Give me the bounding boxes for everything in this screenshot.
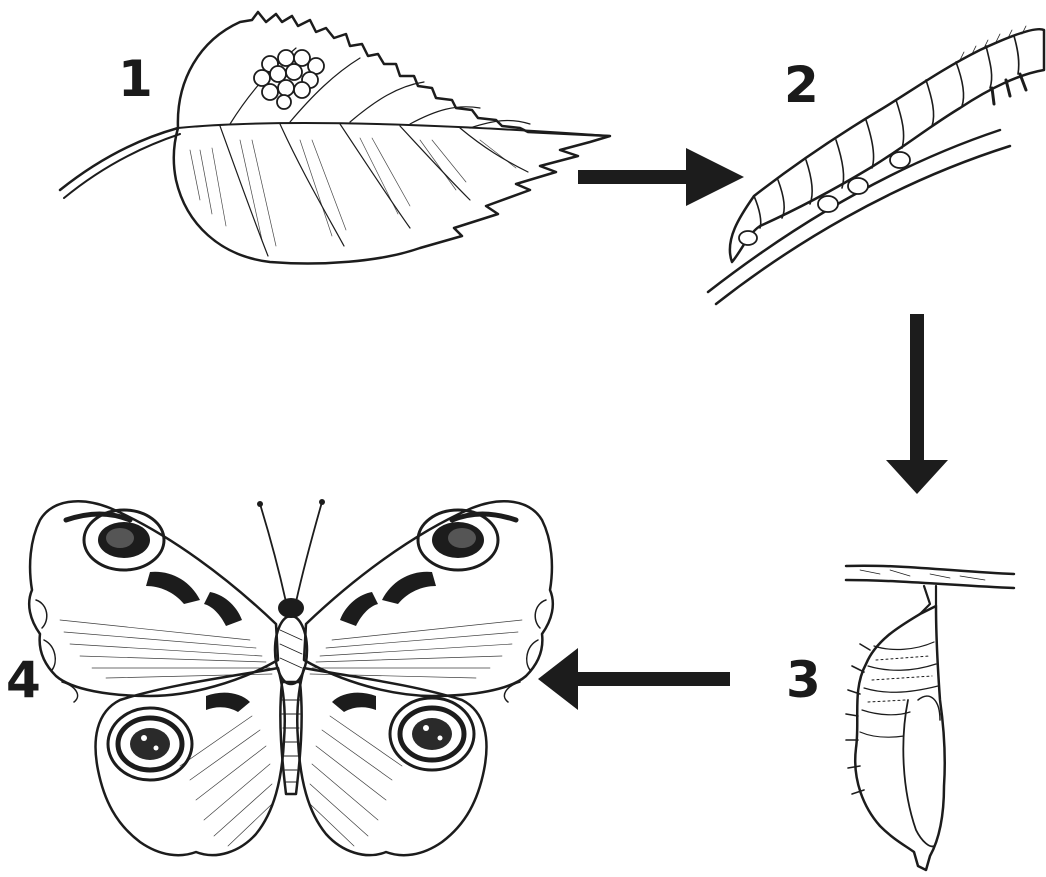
stage-number-1: 1: [118, 54, 153, 104]
stage-number-3: 3: [786, 655, 821, 705]
arrow-down-icon: [886, 314, 948, 494]
caterpillar-illustration: [708, 26, 1044, 304]
egg-cluster-icon: [254, 50, 324, 109]
stage-number-4: 4: [6, 655, 41, 705]
left-hindwing-eyespot-icon: [108, 708, 192, 780]
butterfly-body: [275, 598, 307, 794]
right-hindwing-eyespot-icon: [390, 698, 474, 770]
butterfly-illustration: [29, 499, 553, 855]
stage-number-2: 2: [784, 60, 819, 110]
arrow-right-icon: [578, 148, 744, 206]
arrow-left-icon: [538, 648, 730, 710]
chrysalis-illustration: [846, 566, 1014, 870]
